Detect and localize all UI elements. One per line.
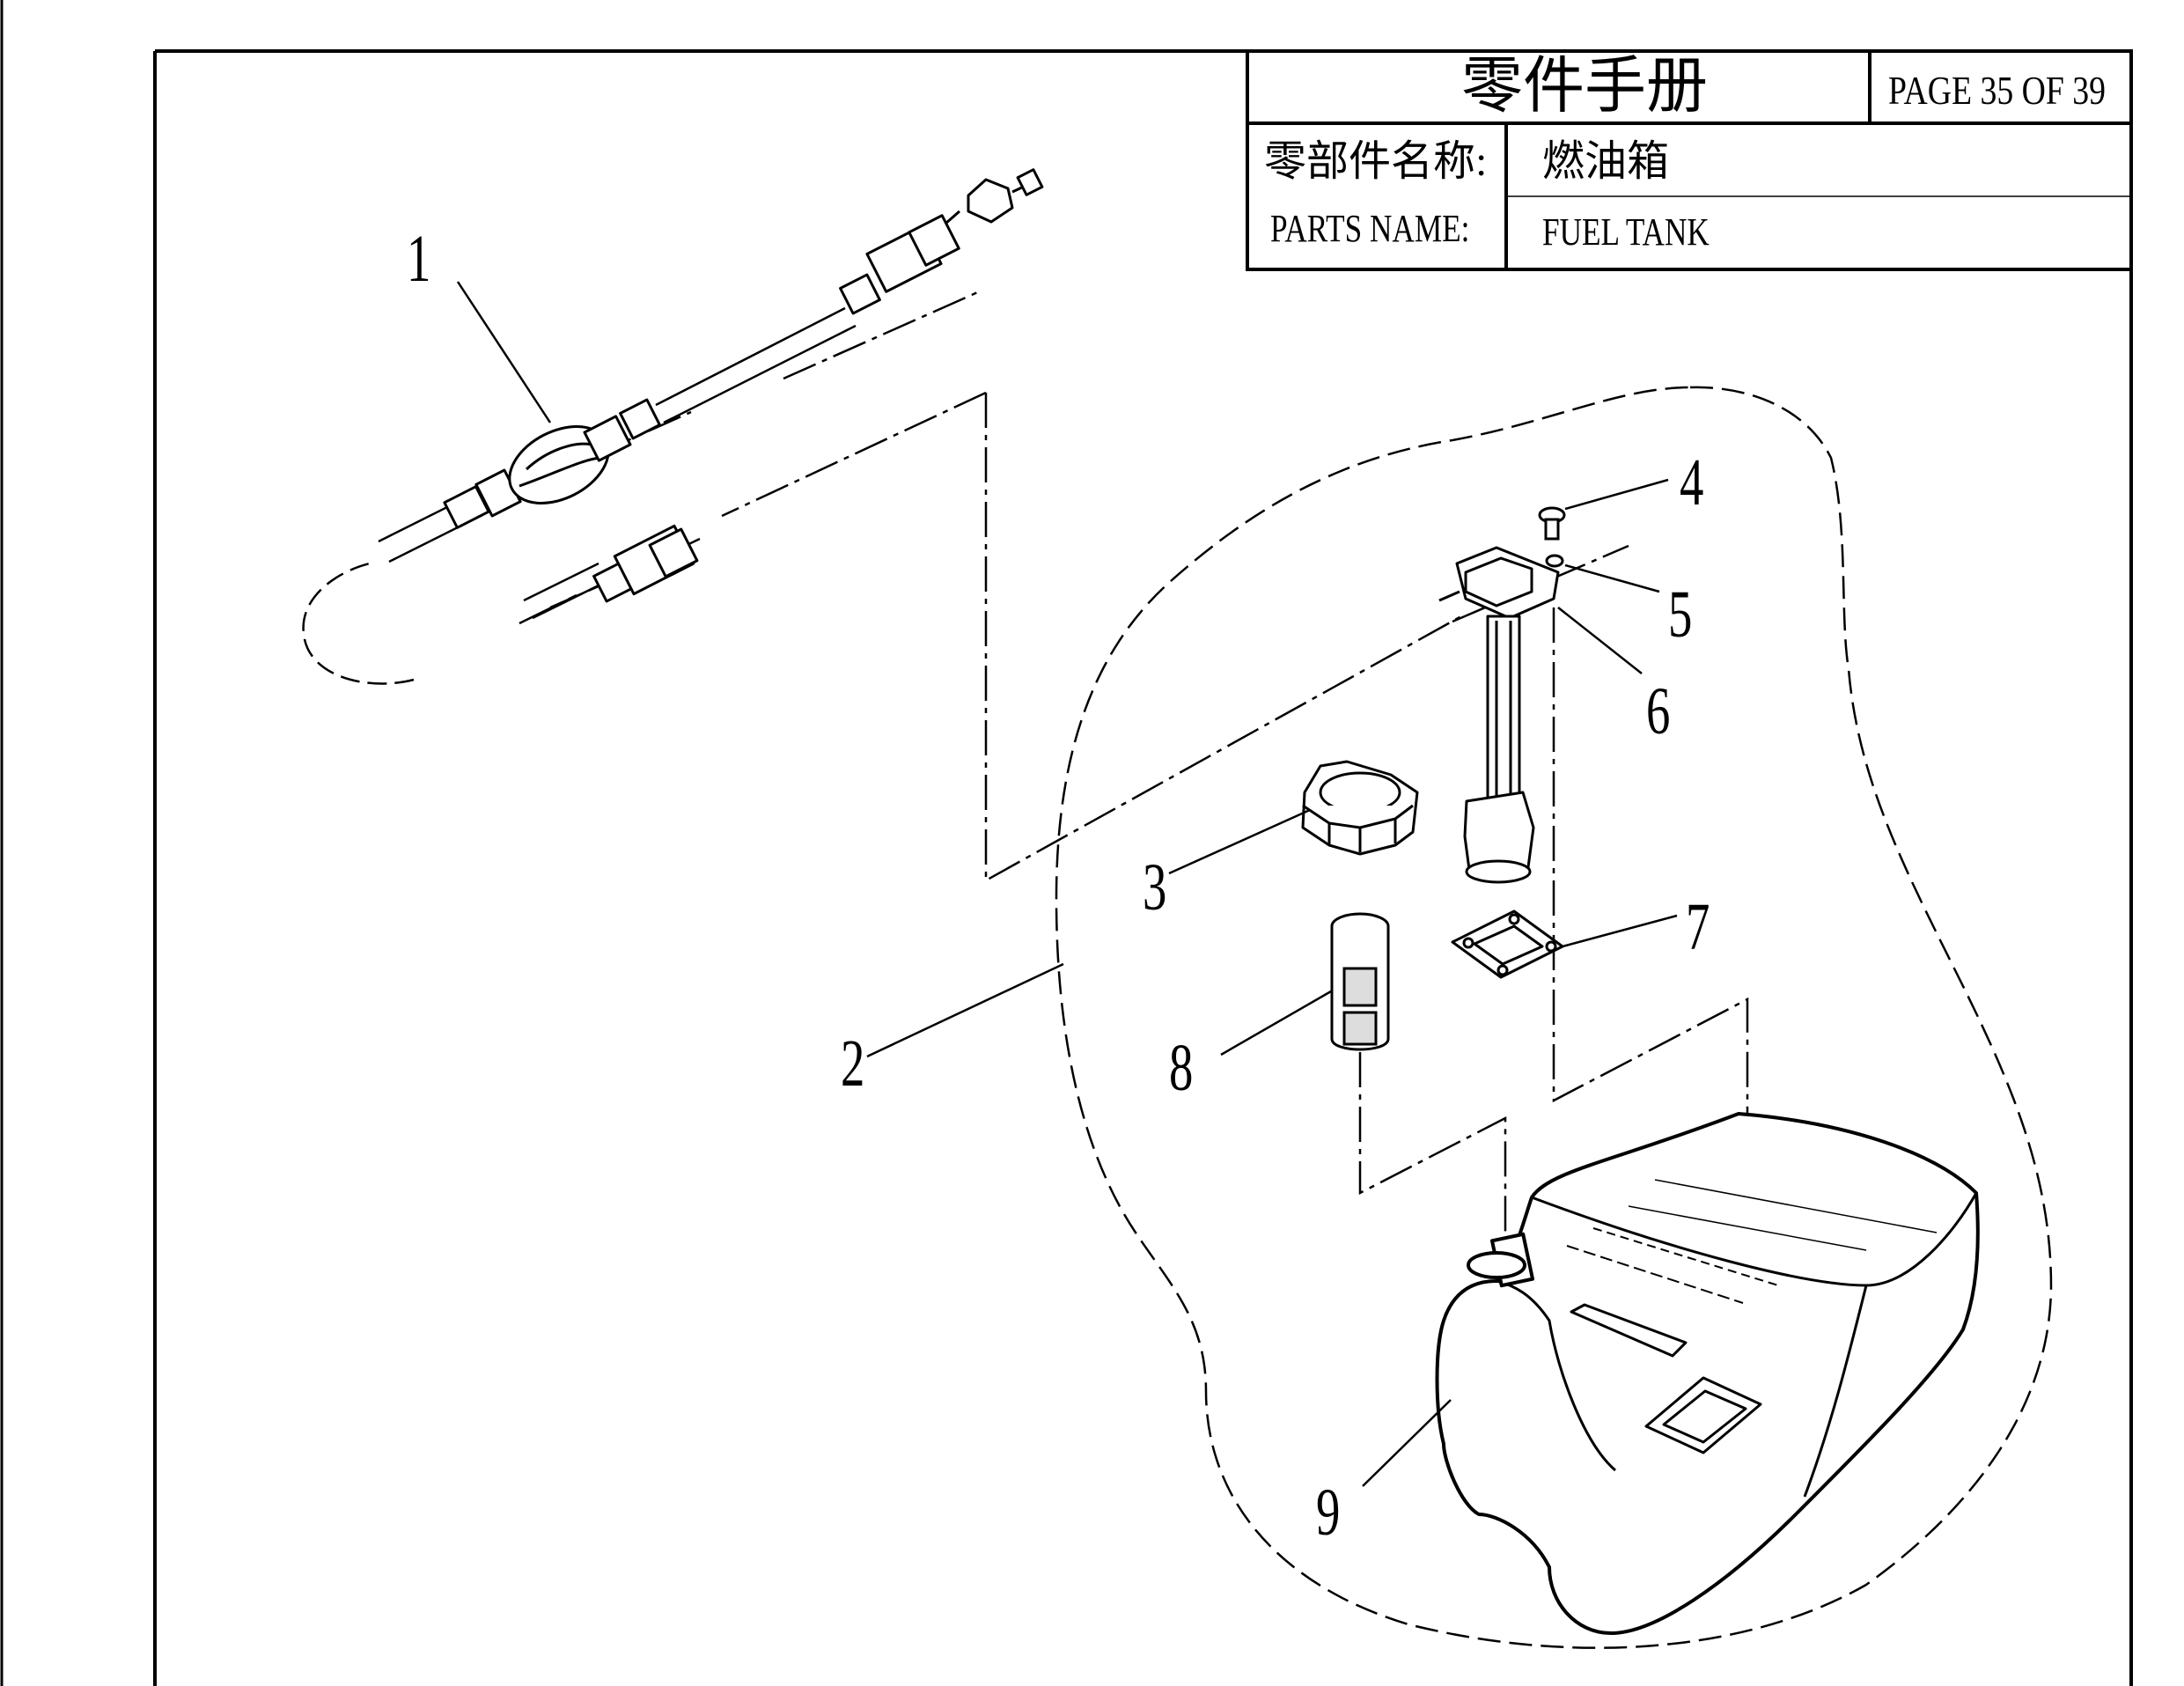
parts-name-en-label: PARTS NAME: bbox=[1270, 207, 1470, 250]
callout-3: 3 bbox=[1143, 850, 1167, 924]
leader-1 bbox=[456, 281, 552, 423]
part-9-fuel-tank bbox=[1435, 1112, 1980, 1635]
callout-9: 9 bbox=[1316, 1476, 1341, 1550]
page-indicator: PAGE 35 OF 39 bbox=[1888, 68, 2106, 113]
part-5-washer bbox=[1545, 554, 1564, 568]
part-4-screw bbox=[1538, 506, 1566, 541]
parts-name-cn-value: 燃油箱 bbox=[1542, 138, 1670, 185]
manual-title: 零件手册 bbox=[1461, 53, 1708, 121]
callout-6: 6 bbox=[1646, 674, 1671, 748]
part-8-filter bbox=[1330, 912, 1390, 1051]
leader-lines bbox=[456, 281, 1678, 1487]
group-boundary-dashed bbox=[1055, 386, 2053, 1649]
callout-5: 5 bbox=[1668, 578, 1693, 652]
leader-2 bbox=[866, 962, 1064, 1058]
leader-3 bbox=[1168, 808, 1311, 875]
parts-name-cn-label: 零部件名称: bbox=[1264, 138, 1488, 185]
hose-loop-dashed bbox=[302, 562, 415, 685]
leader-5 bbox=[1564, 563, 1660, 593]
leader-9 bbox=[1362, 1399, 1452, 1487]
callout-2: 2 bbox=[841, 1027, 865, 1101]
title-block-frame bbox=[1246, 49, 2133, 271]
part-6-fuel-gauge-sender bbox=[1438, 546, 1560, 884]
leader-7 bbox=[1562, 914, 1678, 948]
callout-7: 7 bbox=[1686, 890, 1710, 964]
callout-8: 8 bbox=[1169, 1031, 1194, 1105]
part-1-fuel-hose-assembly bbox=[378, 168, 1044, 620]
leader-4 bbox=[1564, 478, 1669, 511]
callout-4: 4 bbox=[1680, 445, 1704, 519]
callout-1: 1 bbox=[407, 222, 431, 296]
part-7-gasket bbox=[1451, 909, 1564, 979]
part-3-float bbox=[1301, 760, 1419, 856]
parts-name-en-value: FUEL TANK bbox=[1542, 210, 1710, 254]
leader-8 bbox=[1220, 990, 1332, 1057]
leader-6 bbox=[1557, 607, 1643, 674]
